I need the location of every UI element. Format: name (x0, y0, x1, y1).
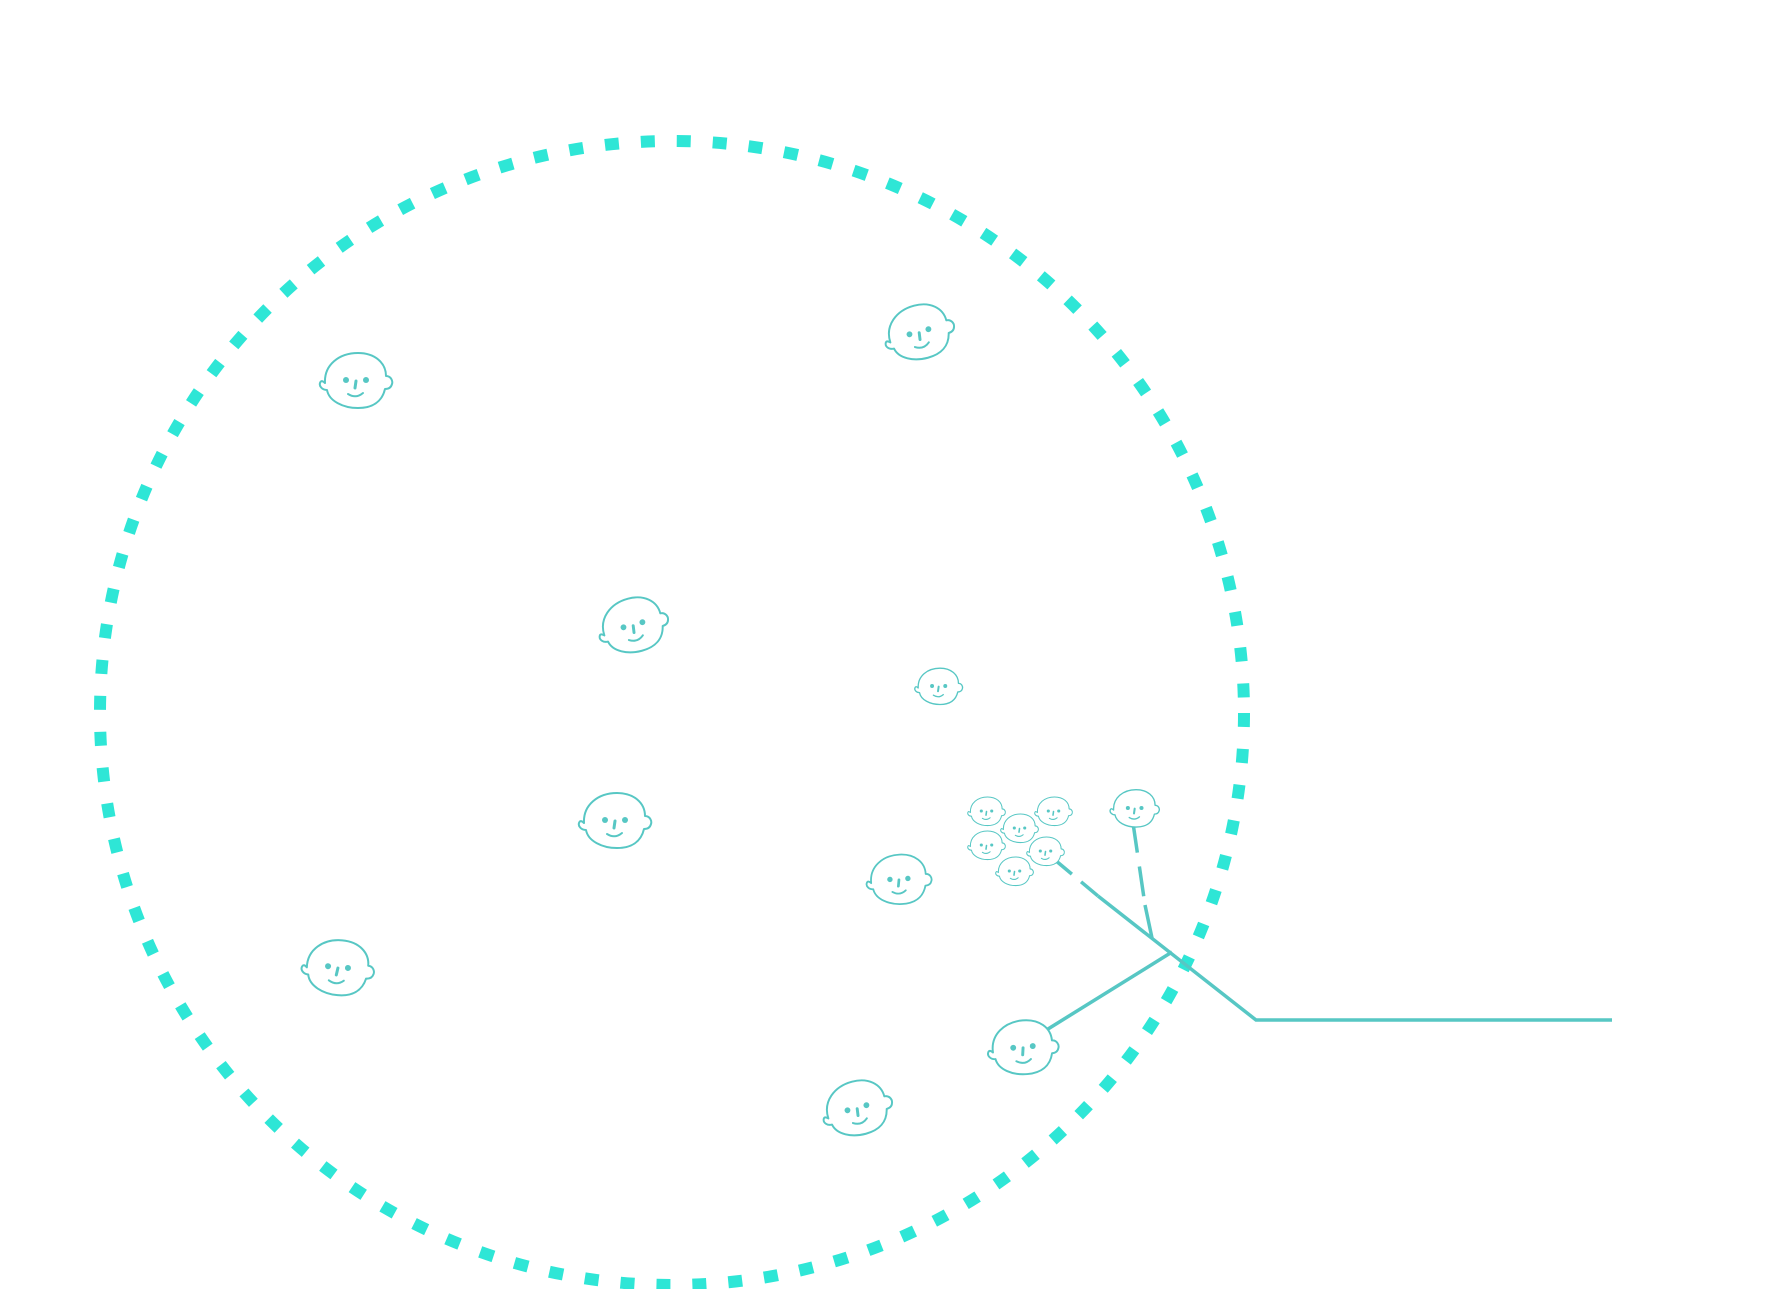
face-group-member-icon (999, 813, 1040, 844)
face-single-icon (577, 791, 653, 850)
face-group-member-icon (994, 856, 1035, 887)
face-group-member-icon (966, 796, 1007, 827)
face-single-icon (876, 295, 962, 369)
face-single-icon (298, 935, 378, 1000)
face-single-small-icon (913, 667, 964, 706)
connector-line-group (1053, 858, 1100, 898)
face-single-icon (863, 851, 935, 908)
face-single-icon (318, 351, 394, 410)
connector-line-single-right (1131, 822, 1147, 906)
connector-line-group-main (1096, 894, 1612, 1022)
connector-line-single-right-lower (1143, 904, 1154, 939)
population-boundary-circle (94, 135, 1250, 1289)
connector-lines (1047, 822, 1612, 1031)
face-group-member-icon (966, 830, 1007, 861)
face-single-icon (590, 588, 676, 662)
face-group-member-icon (1033, 796, 1074, 827)
connector-line-single-bottom (1047, 950, 1173, 1031)
face-single-right-icon (1109, 788, 1161, 829)
face-single-icon (814, 1071, 900, 1145)
faces (298, 295, 1161, 1145)
